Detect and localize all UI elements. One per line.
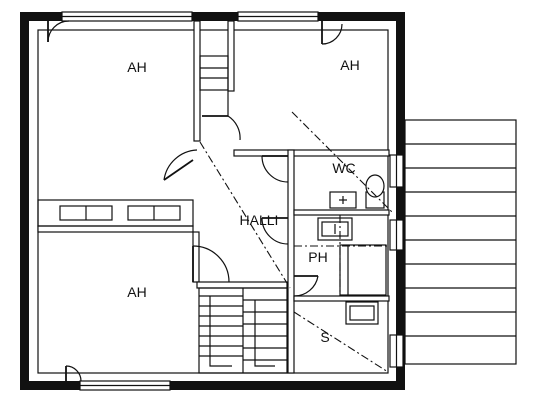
wall-tr-bottom [233,149,390,157]
wall-stair-top [196,281,288,289]
exterior-door-bottom [65,365,82,382]
wall-tr-left [227,20,235,92]
wall-bottom [20,381,405,390]
door-s [293,275,319,297]
diagonal-hall-line [199,141,291,289]
diagonal-wet-line [291,111,393,213]
exterior-door-top [47,20,70,43]
room-label-s: S [320,329,329,345]
room-label-halli: HALLI [240,212,279,228]
wall-left-mid [37,225,194,233]
door-wc [261,155,289,183]
door-tl-room [163,149,198,181]
door-bl-room [192,245,230,283]
wall-wet-vertical [287,149,295,374]
room-label-ah-top-left: AH [127,59,146,75]
deck [404,119,517,365]
wall-right [396,12,405,390]
staircase [198,287,288,374]
room-label-wc: WC [332,160,355,176]
window-right-1 [389,154,404,188]
window-top-left [61,11,193,22]
room-label-ah-top-right: AH [340,57,359,73]
wall-tl-right [193,20,201,142]
washing-machine [345,301,379,325]
windows [61,11,404,391]
wardrobe-left [37,199,194,227]
interior-walls [37,20,390,374]
shower [339,244,387,296]
wc-sink [329,191,357,209]
wall-top [20,12,405,21]
wall-left [20,12,29,390]
exterior-door-top-right [321,21,343,45]
toilet [365,174,385,209]
door-tr-room [202,91,241,141]
door-ph [261,217,289,245]
window-bottom-left [79,380,171,391]
diagonal-s-line [293,311,389,373]
room-label-ph: PH [308,249,327,265]
wardrobe-top [199,55,229,91]
window-right-2 [389,219,404,251]
dash-dot-lines [199,111,393,373]
ph-washbasin [317,217,353,241]
room-label-ah-bottom-left: AH [127,284,146,300]
window-top-right [237,11,319,22]
window-right-3 [389,334,404,368]
wall-wc-ph [293,209,390,216]
wall-ph-s [293,295,390,302]
